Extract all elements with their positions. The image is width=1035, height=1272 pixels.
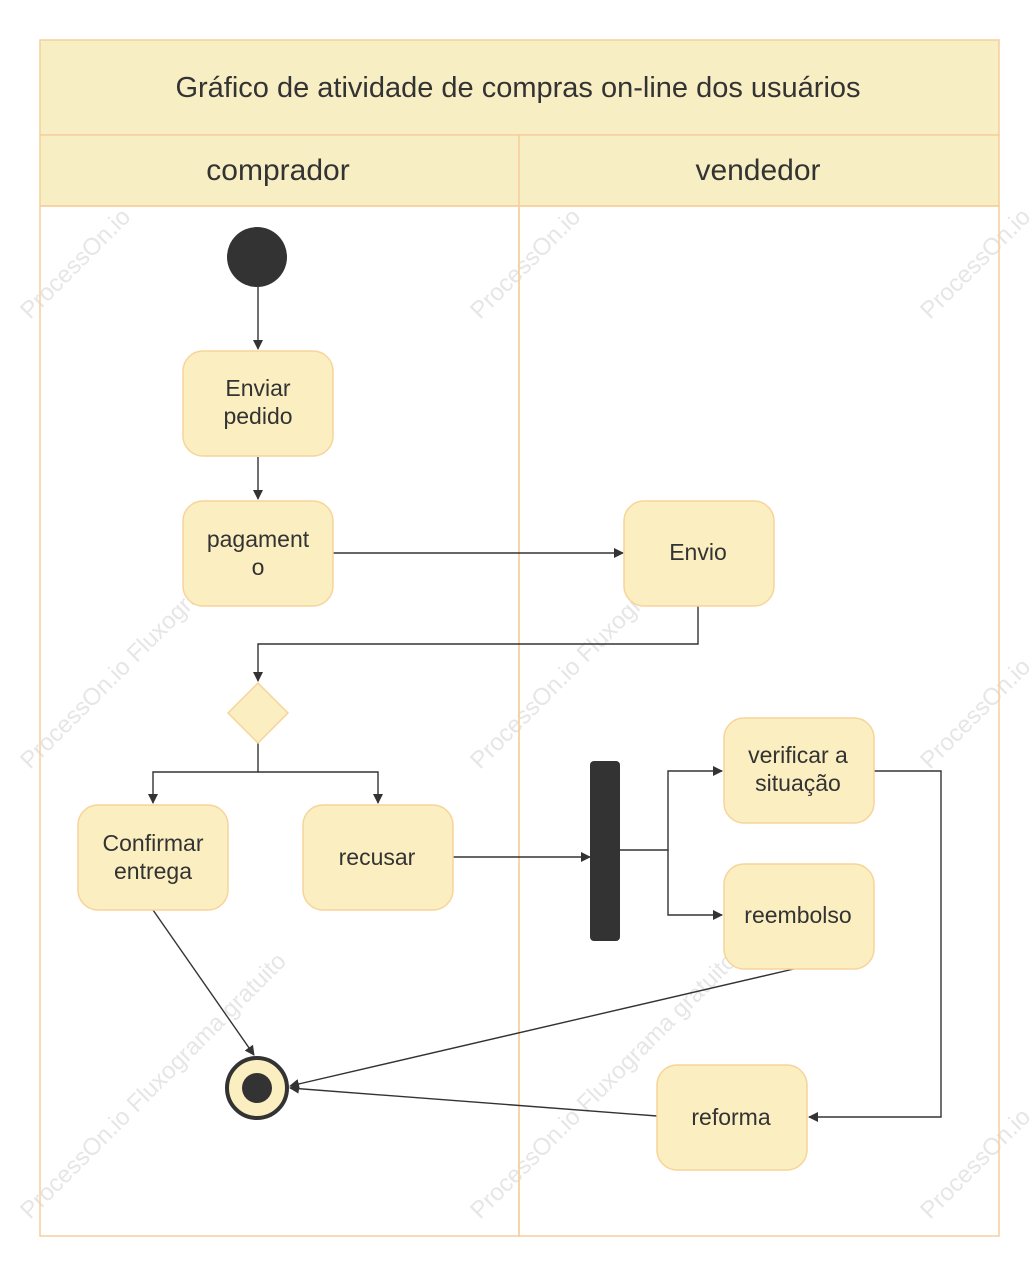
lane-header-vendedor bbox=[518, 134, 1000, 207]
watermark-layer: ProcessOn.io ProcessOn.io ProcessOn.io P… bbox=[15, 203, 1035, 1224]
edge-decision-to-confirmar bbox=[148, 742, 259, 804]
edge-fork-to-reembolso bbox=[667, 850, 723, 920]
edge-reembolso-to-end bbox=[289, 967, 799, 1089]
edge-verificar-to-reforma bbox=[808, 770, 942, 1122]
edge-reforma-to-end bbox=[289, 1083, 658, 1117]
lane-label-comprador: comprador bbox=[206, 154, 349, 187]
edge-decision-to-recusar bbox=[258, 771, 383, 804]
watermark: ProcessOn.io bbox=[915, 203, 1035, 324]
node-text: o bbox=[252, 554, 265, 580]
node-text: reembolso bbox=[744, 902, 851, 928]
node-text: situação bbox=[755, 770, 841, 796]
edge-confirmar-to-end bbox=[152, 909, 255, 1056]
node-text: Envio bbox=[669, 539, 727, 565]
node-text: Enviar bbox=[225, 375, 291, 401]
node-text: pagament bbox=[207, 526, 310, 552]
diagram-title: Gráfico de atividade de compras on-line … bbox=[175, 72, 860, 104]
node-pagamento: pagament o bbox=[182, 500, 334, 607]
node-enviar-pedido: Enviar pedido bbox=[182, 350, 334, 457]
end-node bbox=[225, 1056, 289, 1120]
start-node bbox=[227, 227, 287, 287]
lane-header-comprador bbox=[39, 134, 520, 207]
connectors bbox=[148, 287, 942, 1122]
lane-vendedor bbox=[518, 205, 1000, 1237]
edge-envio-to-decision bbox=[253, 606, 699, 682]
fork-bar bbox=[590, 761, 620, 941]
node-envio: Envio bbox=[623, 500, 775, 607]
node-reforma: reforma bbox=[656, 1064, 808, 1171]
node-confirmar-entrega: Confirmar entrega bbox=[77, 804, 229, 911]
node-text: entrega bbox=[114, 858, 192, 884]
title-bar bbox=[39, 39, 1000, 136]
edge-fork-to-verificar bbox=[620, 766, 723, 851]
watermark: ProcessOn.io bbox=[15, 203, 136, 324]
swimlane-frame: Gráfico de atividade de compras on-line … bbox=[39, 39, 1000, 1237]
node-text: recusar bbox=[339, 844, 416, 870]
node-verificar-situacao: verificar a situação bbox=[723, 717, 875, 824]
node-text: reforma bbox=[691, 1104, 770, 1130]
watermark: ProcessOn.io bbox=[915, 1103, 1035, 1224]
node-reembolso: reembolso bbox=[723, 863, 875, 970]
watermark: ProcessOn.io bbox=[465, 203, 586, 324]
lane-label-vendedor: vendedor bbox=[695, 154, 820, 187]
watermark: ProcessOn.io bbox=[915, 653, 1035, 774]
node-recusar: recusar bbox=[302, 804, 454, 911]
node-text: Confirmar bbox=[103, 830, 204, 856]
decision-node bbox=[226, 681, 290, 745]
node-text: pedido bbox=[223, 403, 292, 429]
node-text: verificar a bbox=[748, 742, 848, 768]
